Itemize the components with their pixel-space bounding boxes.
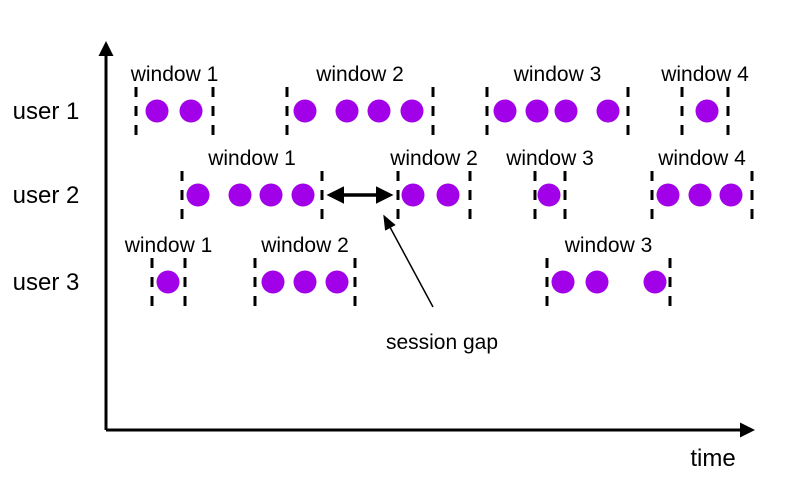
session-window: window 1 bbox=[124, 234, 213, 306]
user-row: user 1 window 1 window 2 window 3 window 4 bbox=[13, 63, 749, 135]
user-label: user 2 bbox=[13, 182, 80, 209]
event-dot bbox=[719, 183, 743, 207]
event-dot bbox=[643, 270, 667, 294]
window-label: window 2 bbox=[315, 63, 404, 86]
event-dot bbox=[228, 183, 252, 207]
event-dot bbox=[493, 99, 517, 123]
user-row: user 3 window 1 window 2 window 3 bbox=[13, 234, 672, 306]
event-dot bbox=[335, 99, 359, 123]
user-label: user 3 bbox=[13, 269, 80, 296]
event-dot bbox=[537, 183, 561, 207]
event-dot bbox=[186, 183, 210, 207]
event-dot bbox=[525, 99, 549, 123]
event-dot bbox=[596, 99, 620, 123]
session-window: window 1 bbox=[180, 147, 324, 219]
user-row: user 2 window 1 window 2 window 3 window 4 bbox=[13, 147, 754, 219]
axes: time bbox=[98, 41, 755, 472]
event-dot bbox=[261, 270, 285, 294]
session-window: window 3 bbox=[505, 147, 594, 219]
session-window: window 2 bbox=[285, 63, 435, 135]
session-window: window 2 bbox=[389, 147, 478, 219]
session-window: window 3 bbox=[545, 234, 672, 306]
event-dot bbox=[259, 183, 283, 207]
event-dot bbox=[695, 99, 719, 123]
event-dot bbox=[656, 183, 680, 207]
time-axis-label: time bbox=[690, 445, 735, 472]
window-label: window 4 bbox=[660, 63, 749, 86]
event-dot bbox=[291, 183, 315, 207]
window-label: window 2 bbox=[260, 234, 349, 257]
session-window: window 4 bbox=[660, 63, 749, 135]
session-window: window 2 bbox=[253, 234, 357, 306]
event-dot bbox=[554, 99, 578, 123]
window-label: window 3 bbox=[513, 63, 602, 86]
user-label: user 1 bbox=[13, 98, 80, 125]
session-gap-label: session gap bbox=[386, 331, 498, 354]
event-dot bbox=[293, 270, 317, 294]
event-dot bbox=[400, 99, 424, 123]
window-label: window 2 bbox=[389, 147, 478, 170]
window-label: window 1 bbox=[130, 63, 219, 86]
event-dot bbox=[436, 183, 460, 207]
session-window: window 1 bbox=[130, 63, 219, 135]
session-gap-pointer-arrow-icon bbox=[383, 214, 434, 308]
event-dot bbox=[367, 99, 391, 123]
window-label: window 1 bbox=[207, 147, 296, 170]
event-dot bbox=[325, 270, 349, 294]
event-dot bbox=[156, 270, 180, 294]
session-window: window 4 bbox=[650, 147, 754, 219]
event-dot bbox=[401, 183, 425, 207]
event-dot bbox=[551, 270, 575, 294]
window-label: window 3 bbox=[564, 234, 653, 257]
event-dot bbox=[293, 99, 317, 123]
event-dot bbox=[179, 99, 203, 123]
session-gap-annotation: session gap bbox=[326, 186, 498, 354]
window-label: window 1 bbox=[124, 234, 213, 257]
event-dot bbox=[585, 270, 609, 294]
window-label: window 4 bbox=[657, 147, 746, 170]
session-window: window 3 bbox=[485, 63, 630, 135]
event-dot bbox=[688, 183, 712, 207]
window-label: window 3 bbox=[505, 147, 594, 170]
event-dot bbox=[145, 99, 169, 123]
